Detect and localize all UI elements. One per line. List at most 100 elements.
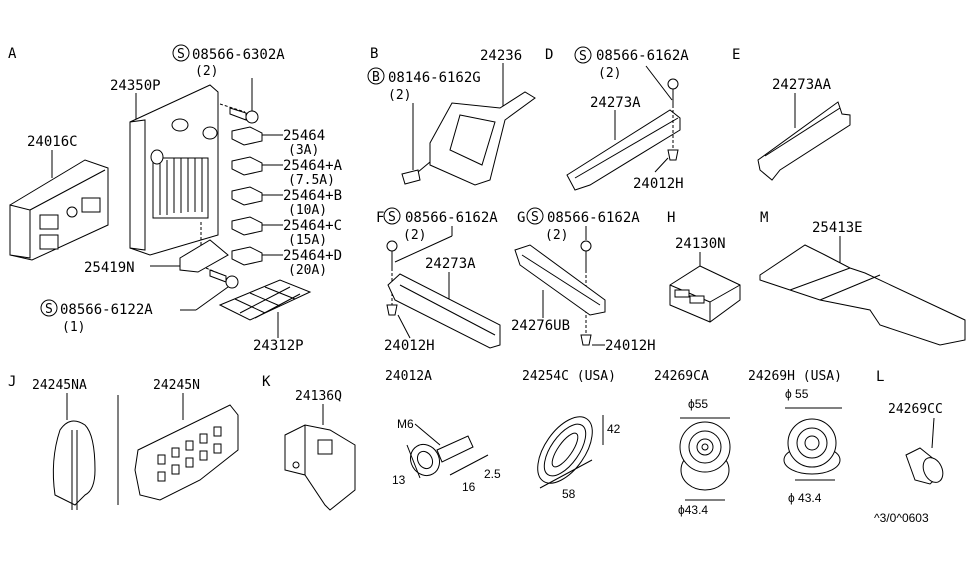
part-label-protector[interactable]: 24273AA	[772, 77, 832, 93]
part-label-relay-box[interactable]: 24016C	[27, 134, 78, 150]
part-label-protector[interactable]: 25413E	[812, 220, 863, 236]
plug-icon	[905, 447, 944, 485]
part-label-protector[interactable]: 24273A	[590, 95, 641, 111]
fuse-rating: (7.5A)	[288, 173, 335, 188]
dim-height: 42	[607, 422, 621, 436]
relay-box-icon	[9, 159, 109, 261]
part-label-bolt[interactable]: 08146-6162G	[388, 70, 481, 86]
bracket-icon	[284, 424, 356, 511]
section-letter-d: D	[545, 47, 553, 63]
clip-icon	[580, 334, 592, 346]
section-h: H 24130N	[667, 210, 741, 323]
dim-head: 13	[392, 473, 406, 487]
fuse-rating: (20A)	[288, 263, 327, 278]
section-letter-a: A	[8, 46, 17, 62]
fuse-icon	[231, 156, 263, 176]
part-label-cover[interactable]: 24312P	[253, 338, 304, 354]
part-label-bracket[interactable]: 25419N	[84, 260, 135, 276]
fuse-icon	[231, 246, 263, 266]
cover-left-icon	[52, 420, 96, 510]
section-letter-b: B	[370, 46, 378, 62]
cover-right-icon	[134, 404, 239, 501]
screw-icon	[667, 78, 679, 90]
part-label-fuse-block[interactable]: 24350P	[110, 78, 161, 94]
s-symbol-icon	[383, 207, 401, 225]
dim-width: 58	[562, 487, 576, 501]
bolt-icon	[409, 435, 474, 477]
protector-icon	[387, 273, 501, 349]
part-label-left[interactable]: 24245NA	[32, 378, 87, 393]
section-b: B 24236 B 08146-6162G (2)	[367, 46, 536, 186]
part-label-protector[interactable]: 24273A	[425, 256, 476, 272]
section-letter-k: K	[262, 374, 271, 390]
section-a: A S 08566-6302A (2) 24350P	[8, 44, 343, 354]
part-label-screw-bottom[interactable]: 08566-6122A	[60, 302, 153, 318]
part-label-screw[interactable]: 08566-6162A	[547, 210, 640, 226]
fuse-list: 25464 (3A) 25464+A (7.5A) 25464+B (10A) …	[231, 126, 343, 278]
part-label-bolt[interactable]: 24012A	[385, 369, 432, 384]
protector-icon	[566, 78, 681, 191]
fuse-part[interactable]: 25464	[283, 128, 325, 144]
part-label-plug[interactable]: 24269CC	[888, 402, 943, 417]
fuse-part[interactable]: 25464+C	[283, 218, 342, 234]
screw-icon	[386, 240, 398, 252]
part-label-bracket[interactable]: 24136Q	[295, 389, 342, 404]
dim-inner: ϕ 43.4	[788, 491, 822, 505]
part-label-clip[interactable]: 24012H	[605, 338, 656, 354]
screw-symbol: S	[579, 49, 587, 64]
dim-inner: ϕ43.4	[678, 503, 708, 517]
screw-symbol: S	[45, 302, 53, 317]
grommet-icon	[537, 416, 593, 484]
part-label-module[interactable]: 24130N	[675, 236, 726, 252]
dim-outer: ϕ55	[688, 397, 708, 411]
dim-washer: 2.5	[484, 467, 501, 481]
qty-label: (2)	[598, 66, 621, 81]
fuse-item: 25464+C (15A)	[231, 216, 342, 248]
grommet-24269h: 24269H (USA) ϕ 55 ϕ 43.4	[748, 369, 842, 505]
fuse-item: 25464+B (10A)	[231, 186, 342, 218]
fuse-icon	[231, 126, 263, 146]
part-label-grommet[interactable]: 24254C (USA)	[522, 369, 616, 384]
section-letter-m: M	[760, 210, 768, 226]
part-label-grommet[interactable]: 24269CA	[654, 369, 709, 384]
part-label-protector[interactable]: 24276UB	[511, 318, 570, 334]
dim-outer: ϕ 55	[785, 387, 809, 401]
bolt-24012a: 24012A M6 13 16 2.5	[385, 369, 501, 494]
part-label-clip[interactable]: 24012H	[633, 176, 684, 192]
section-m: M 25413E	[759, 210, 966, 346]
fuse-part[interactable]: 25464+B	[283, 188, 342, 204]
bolt-symbol: B	[372, 70, 380, 85]
qty-label: (1)	[62, 320, 85, 335]
s-symbol-icon	[574, 46, 592, 64]
protector-icon	[514, 244, 606, 316]
fuse-block-icon	[129, 84, 219, 256]
s-symbol-icon	[172, 44, 190, 62]
part-label-harness[interactable]: 24236	[480, 48, 522, 64]
part-label-clip[interactable]: 24012H	[384, 338, 435, 354]
part-label-screw[interactable]: 08566-6162A	[405, 210, 498, 226]
qty-label: (2)	[388, 88, 411, 103]
part-label-right[interactable]: 24245N	[153, 378, 200, 393]
part-label-grommet[interactable]: 24269H (USA)	[748, 369, 842, 384]
fuse-rating: (10A)	[288, 203, 327, 218]
cover-icon	[218, 279, 312, 321]
fuse-icon	[231, 186, 263, 206]
fuse-part[interactable]: 25464+A	[283, 158, 343, 174]
grommet-icon	[679, 421, 731, 491]
fuse-icon	[231, 216, 263, 236]
screw-icon	[219, 103, 259, 124]
section-f: F S 08566-6162A (2) 24273A 24012H	[376, 207, 501, 354]
part-label-screw[interactable]: 08566-6162A	[596, 48, 689, 64]
harness-bracket-icon	[401, 91, 536, 186]
fuse-item: 25464 (3A)	[231, 126, 325, 158]
grommet-24254c: 24254C (USA) 42 58	[522, 369, 621, 501]
s-symbol-icon	[526, 207, 544, 225]
thread-label: M6	[397, 417, 414, 431]
fuse-part[interactable]: 25464+D	[283, 248, 342, 264]
qty-label: (2)	[195, 64, 218, 79]
module-icon	[669, 265, 741, 323]
b-symbol-icon	[367, 67, 385, 85]
part-label-screw-top[interactable]: 08566-6302A	[192, 47, 285, 63]
